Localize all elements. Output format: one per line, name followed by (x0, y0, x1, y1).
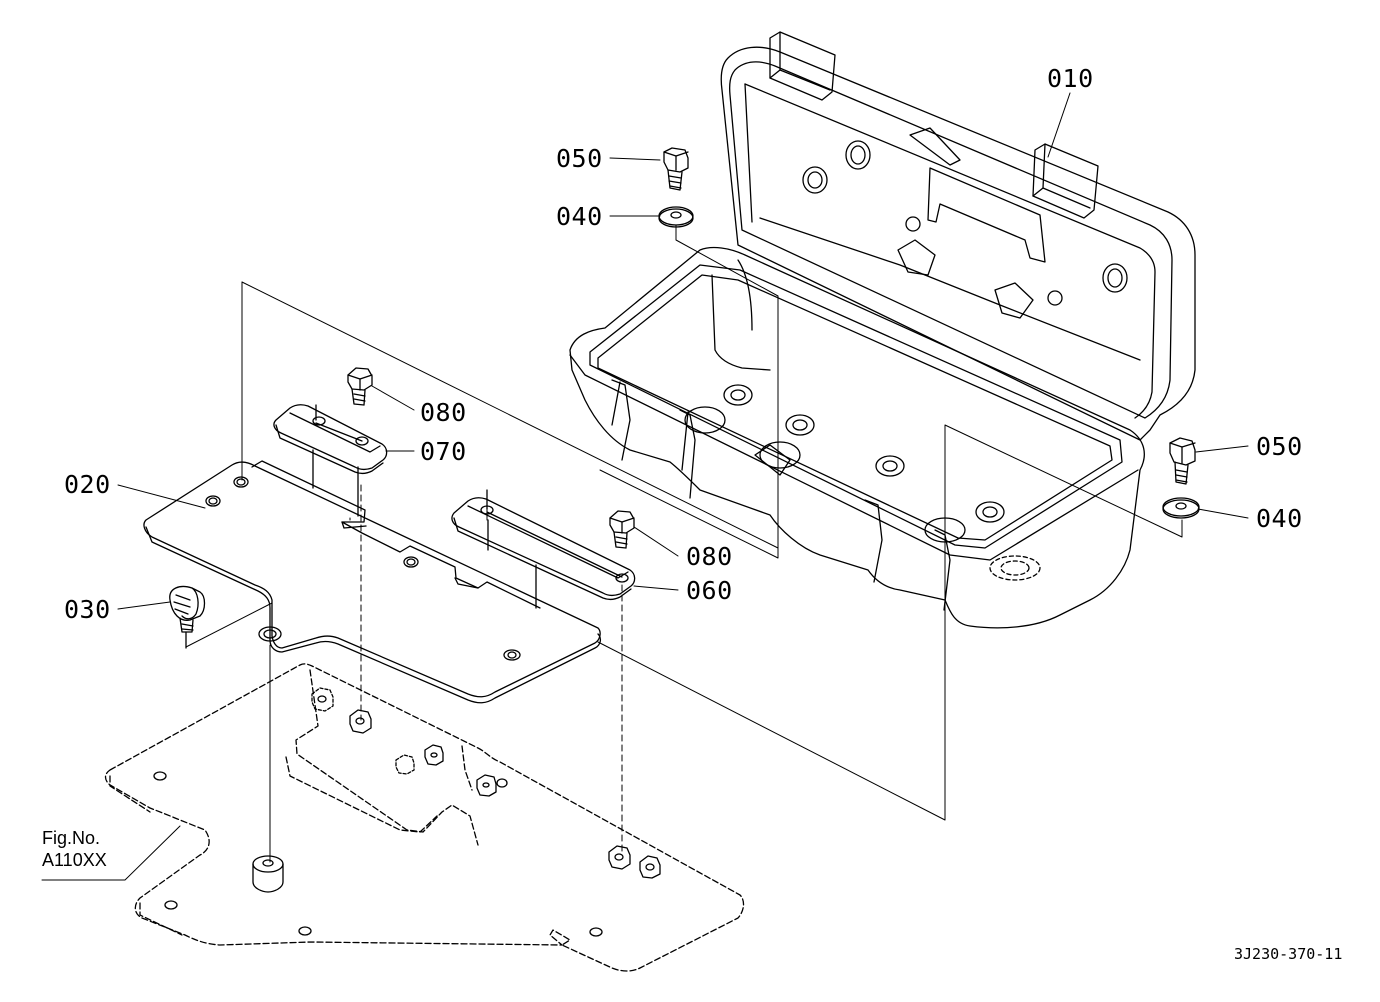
callout-060: 060 (686, 576, 733, 605)
bracket-060 (451, 489, 636, 609)
bolt-080-lower (609, 510, 635, 549)
spacer-collar (252, 855, 284, 893)
assembly-lines (185, 224, 1183, 863)
weld-nut (424, 744, 444, 766)
figure-reference-label: Fig.No. (42, 828, 101, 848)
tool-box (569, 31, 1196, 629)
callout-070: 070 (420, 437, 467, 466)
figure-reference-number: A110XX (42, 849, 107, 870)
washer-040-top (658, 206, 694, 228)
callout-010: 010 (1047, 64, 1094, 93)
knob-030 (169, 585, 206, 649)
bolt-050-right (1169, 437, 1196, 485)
callout-040-right: 040 (1256, 504, 1303, 533)
callout-030: 030 (64, 595, 111, 624)
washer-040-right (1162, 497, 1200, 519)
callout-080-lower: 080 (686, 542, 733, 571)
bolt-080-upper (347, 367, 373, 406)
weld-nut (639, 855, 661, 879)
weld-nut (395, 754, 415, 775)
weld-nut (349, 709, 372, 734)
callout-050-right: 050 (1256, 432, 1303, 461)
callout-080-upper: 080 (420, 398, 467, 427)
weld-nut (311, 687, 334, 712)
weld-nut (608, 845, 631, 870)
leader-lines (41, 92, 1249, 881)
callout-050-top: 050 (556, 144, 603, 173)
bolt-050-top (663, 147, 689, 191)
figure-reference: Fig.No. A110XX (42, 828, 107, 871)
tool-box-lid (720, 46, 1196, 441)
floor-plate (104, 663, 745, 972)
mounting-plate-020 (143, 460, 602, 704)
callout-040-top: 040 (556, 202, 603, 231)
drawing-code: 3J230-370-11 (1234, 945, 1343, 963)
weld-nut (476, 774, 497, 797)
callout-020: 020 (64, 470, 111, 499)
tool-box-base (569, 246, 1145, 629)
bracket-070 (273, 404, 388, 517)
